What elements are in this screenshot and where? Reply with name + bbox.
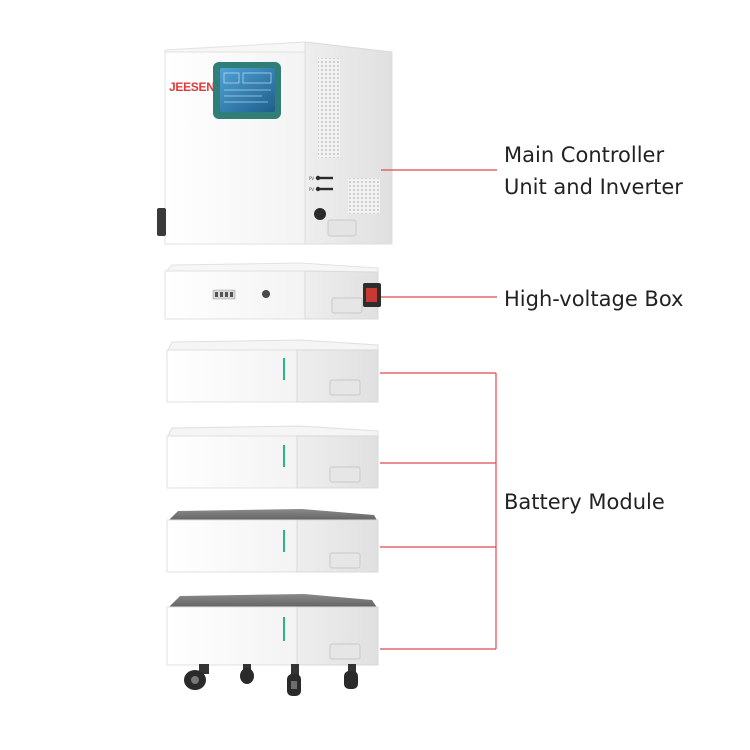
caster-wheels (184, 664, 358, 696)
label-high-voltage-box: High-voltage Box (504, 283, 683, 315)
battery-module-4 (167, 594, 378, 665)
label-main-controller-line1: Main Controller (504, 139, 683, 171)
wheel-front-right (287, 664, 301, 696)
battery-grip (330, 380, 360, 395)
high-voltage-grip (332, 298, 362, 313)
indicator-light (262, 290, 270, 298)
battery-module-3 (167, 509, 378, 572)
main-controller-grip (328, 220, 356, 236)
lower-vent-grille (348, 178, 380, 214)
battery-grip (330, 644, 360, 659)
label-main-controller: Main Controller Unit and Inverter (504, 139, 683, 203)
power-connector (314, 208, 326, 220)
label-battery-module: Battery Module (504, 486, 665, 518)
leader-bracket-battery (380, 373, 496, 649)
wheel-rear-right (344, 664, 358, 689)
main-controller-handle (157, 208, 166, 236)
communication-ports (213, 290, 235, 299)
main-controller-unit: JEESENG PV PV (157, 42, 392, 244)
battery-grip (330, 467, 360, 482)
wheel-rear-left (240, 664, 254, 684)
battery-grip (330, 553, 360, 568)
label-main-controller-line2: Unit and Inverter (504, 171, 683, 203)
high-voltage-box (165, 263, 381, 319)
leader-lines (380, 170, 497, 649)
battery-module-1 (167, 340, 378, 402)
svg-text:PV: PV (309, 187, 314, 192)
svg-text:PV: PV (309, 176, 314, 181)
wheel-front-left (184, 664, 209, 690)
upper-vent-grille (318, 58, 340, 158)
battery-module-2 (167, 426, 378, 488)
